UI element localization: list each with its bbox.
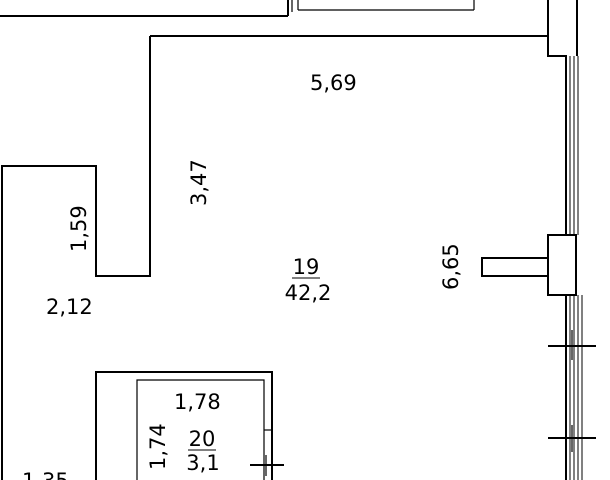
room-20-number: 20 [189,427,216,451]
right-window-wall [569,56,583,480]
dim-inner-height: 3,47 [187,159,211,206]
dim-left-notch-width: 2,12 [46,295,93,319]
room-19-outline [1,35,567,480]
top-left-wall-fragment [0,0,289,17]
top-opening-fragment [291,0,475,12]
dim-lower-left: 1,35 [22,469,69,480]
dim-bath-height: 1,74 [146,423,170,470]
dim-right-height: 6,65 [439,243,463,290]
dim-left-notch-height: 1,59 [67,205,91,252]
dim-bath-width: 1,78 [174,390,221,414]
room-19-number: 19 [293,255,320,279]
dim-top-width: 5,69 [310,71,357,95]
room-20-area: 3,1 [186,451,219,475]
room-20-outline [95,371,284,480]
right-wall-pier [481,234,577,296]
room-19-area: 42,2 [285,281,332,305]
room-20-label: 20 3,1 [186,427,219,475]
room-19-label: 19 42,2 [285,255,332,305]
window-markers [548,330,596,452]
top-right-outer-wall [547,0,578,56]
